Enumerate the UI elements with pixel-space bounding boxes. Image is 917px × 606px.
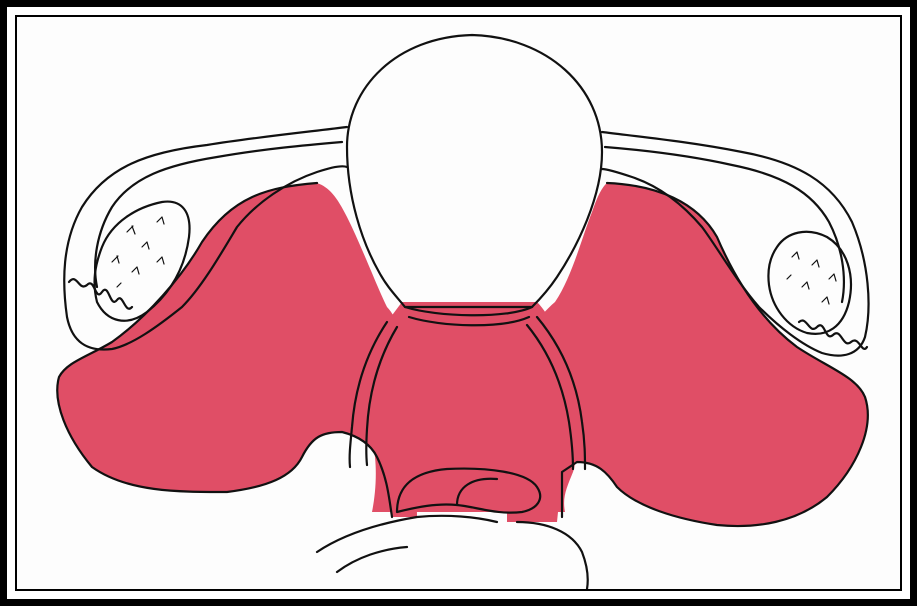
illustration-panel bbox=[15, 15, 902, 591]
uterus-outline bbox=[347, 35, 602, 307]
ovary-right-texture bbox=[787, 252, 836, 304]
fimbriae-left bbox=[69, 279, 132, 309]
ovary-left-texture bbox=[112, 217, 164, 287]
lower-tissue-right bbox=[517, 522, 588, 589]
anatomical-diagram bbox=[17, 17, 900, 589]
lower-tissue-middle bbox=[337, 547, 407, 572]
fimbriae-right bbox=[799, 320, 867, 348]
ovary-right bbox=[768, 232, 851, 334]
